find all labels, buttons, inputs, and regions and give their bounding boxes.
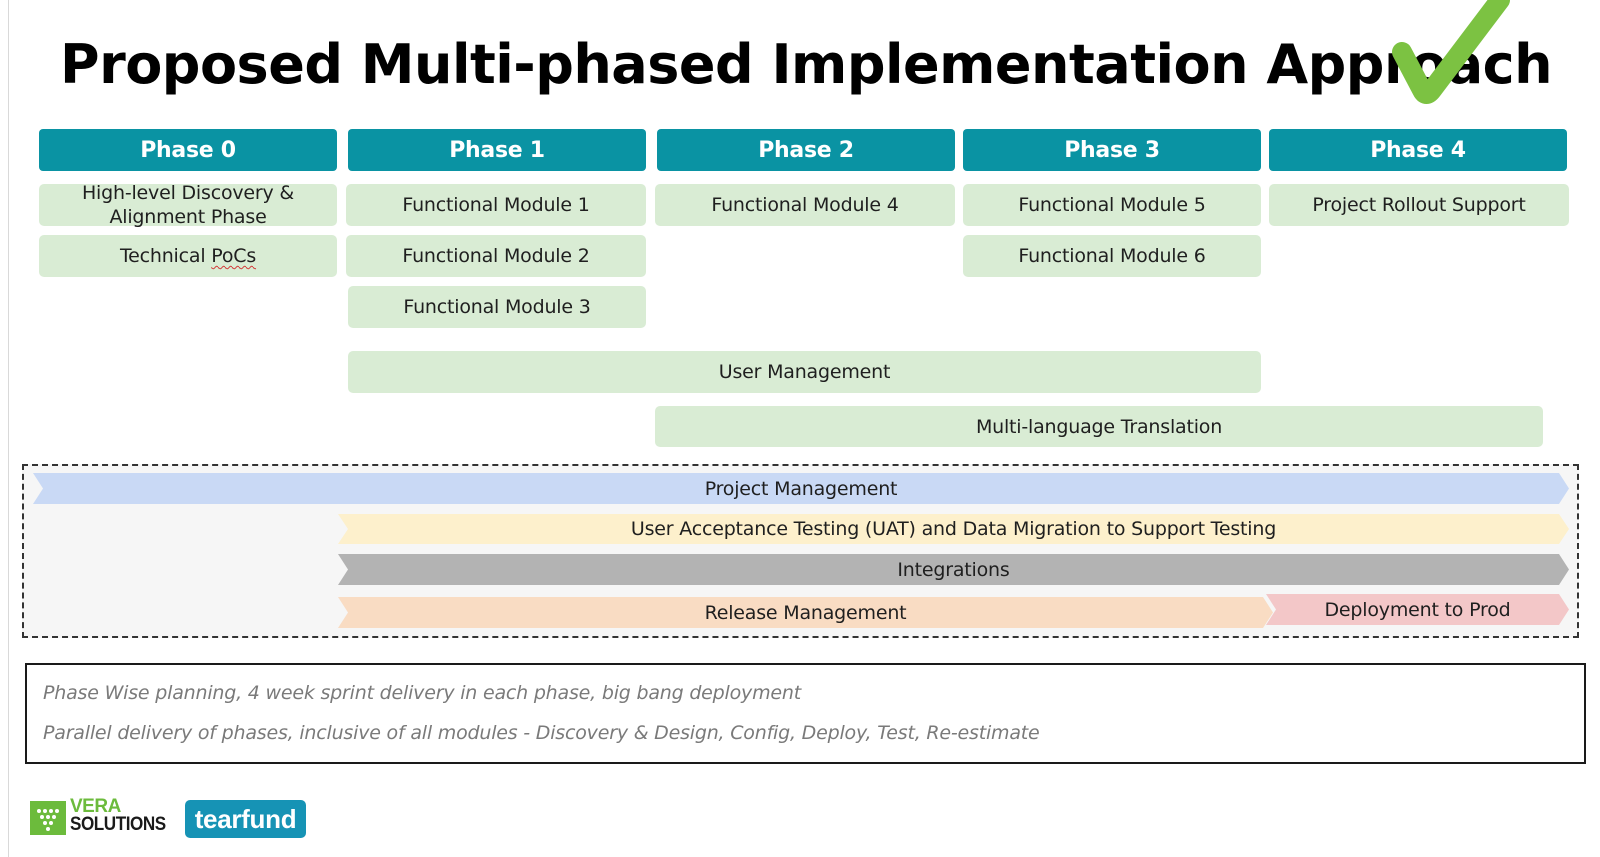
module-label-functional-1: Functional Module 1 <box>402 194 590 216</box>
note-line-1: Phase Wise planning, 4 week sprint deliv… <box>43 682 801 704</box>
project-management-arrow <box>33 473 1569 504</box>
module-label-functional-4: Functional Module 4 <box>711 194 899 216</box>
note-line-2: Parallel delivery of phases, inclusive o… <box>43 722 1040 744</box>
vera-wordmark: VERA SOLUTIONS <box>70 796 176 835</box>
module-box-functional-6: Functional Module 6 <box>963 235 1261 277</box>
module-box-discovery: High-level Discovery & Alignment Phase <box>39 182 337 228</box>
module-label-pocs: PoCs <box>211 245 257 267</box>
tearfund-logo: tearfund <box>185 800 306 838</box>
module-label-rollout-support: Project Rollout Support <box>1312 194 1526 216</box>
page-left-rule <box>8 0 9 857</box>
phase-header-0: Phase 0 <box>39 129 337 171</box>
module-box-functional-1: Functional Module 1 <box>346 184 646 226</box>
module-label-functional-6: Functional Module 6 <box>1018 245 1206 267</box>
vera-solutions-logo: VERA SOLUTIONS <box>30 797 166 838</box>
phase-header-3: Phase 3 <box>963 129 1261 171</box>
phase-header-1: Phase 1 <box>348 129 646 171</box>
module-label-discovery-line1: High-level Discovery & <box>81 182 295 204</box>
phase-header-4: Phase 4 <box>1269 129 1567 171</box>
uat-arrow <box>338 514 1569 544</box>
module-box-functional-2: Functional Module 2 <box>346 235 646 277</box>
deployment-label: Deployment to Prod <box>1324 598 1511 621</box>
release-management-label: Release Management <box>704 601 907 624</box>
uat-label: User Acceptance Testing (UAT) and Data M… <box>630 518 1277 540</box>
module-label-discovery-line2: Alignment Phase <box>109 206 267 228</box>
module-label-functional-3: Functional Module 3 <box>403 296 591 318</box>
module-box-functional-3: Functional Module 3 <box>348 286 646 328</box>
module-box-functional-4: Functional Module 4 <box>655 184 955 226</box>
module-label-functional-5: Functional Module 5 <box>1018 194 1206 216</box>
check-mark-icon <box>1392 0 1510 104</box>
module-label-technical: Technical <box>119 245 212 267</box>
deployment-arrow <box>1266 594 1569 625</box>
module-box-translation: Multi-language Translation <box>655 406 1543 447</box>
release-management-arrow <box>338 597 1273 628</box>
vera-leaf-icon <box>30 801 66 835</box>
integrations-arrow <box>338 554 1569 585</box>
module-label-user-management: User Management <box>718 361 891 383</box>
vera-wordmark-line2: SOLUTIONS <box>70 814 166 835</box>
module-label-translation: Multi-language Translation <box>975 415 1223 438</box>
notes-box: Phase Wise planning, 4 week sprint deliv… <box>25 663 1586 764</box>
page-title: Proposed Multi-phased Implementation App… <box>60 33 1553 96</box>
vera-wordmark-line1: VERA <box>70 796 121 817</box>
phase-header-2: Phase 2 <box>657 129 955 171</box>
module-box-rollout-support: Project Rollout Support <box>1269 184 1569 226</box>
module-box-functional-5: Functional Module 5 <box>963 184 1261 226</box>
module-box-user-management: User Management <box>348 351 1261 393</box>
module-box-technical-pocs: Technical PoCs <box>39 235 337 277</box>
integrations-label: Integrations <box>897 558 1010 581</box>
project-management-label: Project Management <box>704 477 898 500</box>
module-label-functional-2: Functional Module 2 <box>402 245 590 267</box>
